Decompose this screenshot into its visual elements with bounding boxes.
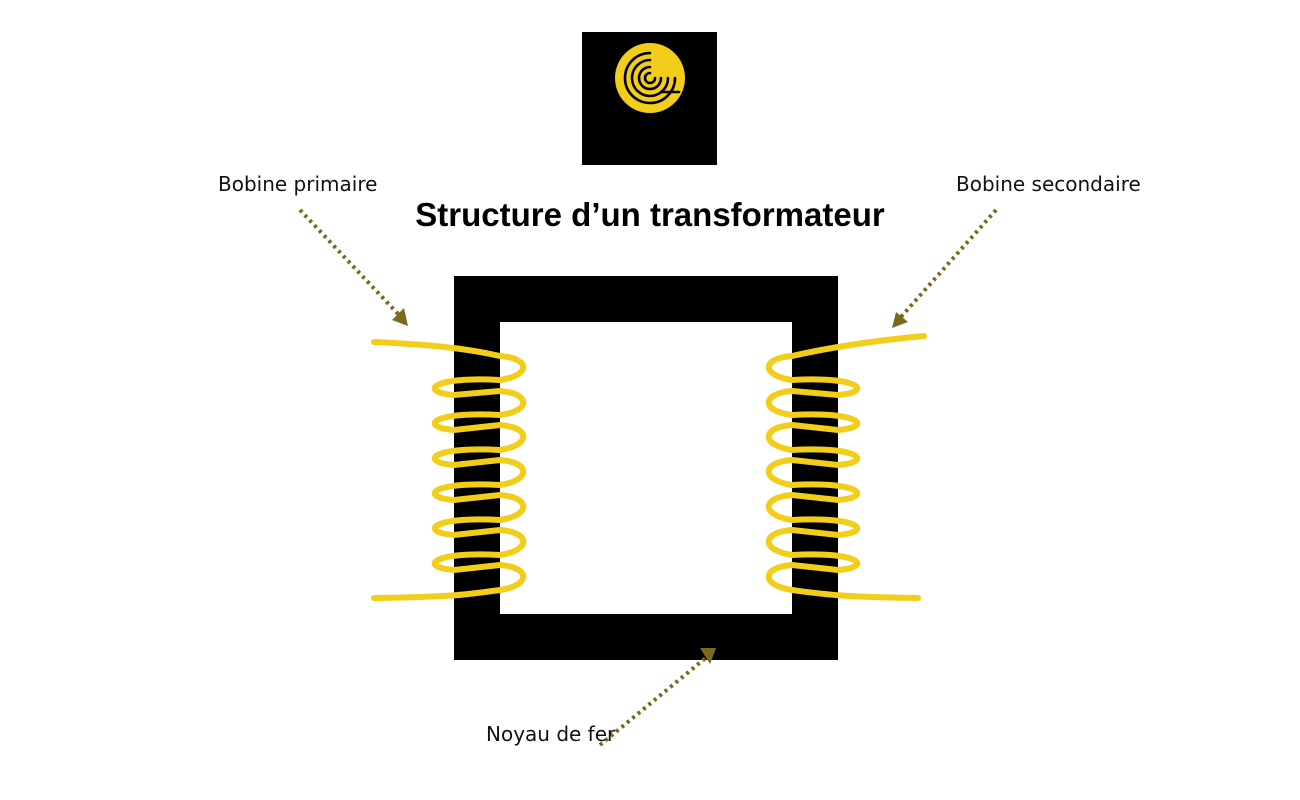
secondary-coil-arrowhead: [892, 312, 908, 328]
secondary-coil-label: Bobine secondaire: [956, 172, 1141, 196]
logo-rings: [623, 51, 681, 105]
iron-core-arrow-line: [598, 654, 710, 747]
iron-core-label: Noyau de fer: [486, 722, 616, 746]
primary-coil-label: Bobine primaire: [218, 172, 378, 196]
logo-icon: [582, 32, 717, 165]
iron-core: [454, 276, 838, 660]
diagram-title: Structure d’un transformateur: [415, 196, 885, 233]
secondary-coil: [789, 333, 927, 601]
coil-back-turns: [497, 353, 795, 593]
primary-coil: [371, 339, 503, 601]
iron-core-arrowhead: [700, 648, 716, 664]
secondary-coil-arrow-line: [898, 208, 998, 320]
primary-coil-arrow-line: [298, 208, 402, 318]
primary-coil-arrowhead: [392, 308, 408, 326]
